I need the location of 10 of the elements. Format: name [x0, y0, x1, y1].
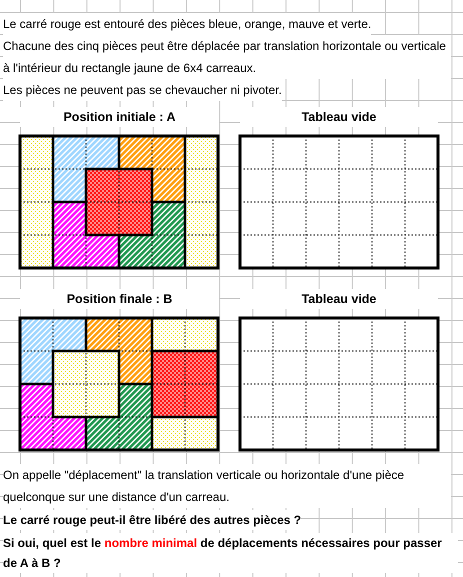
- question-text: Si oui, quel est le nombre minimal de déplacements nécessaires pour passer de A à B ?: [3, 533, 458, 573]
- instruction-text: Chacune des cinq pièces peut être déplacée par translation horizontale ou verticale à l'intérieur du rectangle jaune de 6x4 carreaux.: [3, 35, 451, 79]
- instruction-text: Le carré rouge est entouré des pièces bleue, orange, mauve et verte.: [3, 13, 372, 35]
- instruction-text: Les pièces ne peuvent pas se chevaucher ni pivoter.: [3, 79, 282, 101]
- board-title: Tableau vide: [240, 107, 438, 127]
- board-title: Position initiale : A: [20, 107, 219, 127]
- board-title: Tableau vide: [240, 289, 438, 309]
- question-text: Le carré rouge peut-il être libéré des autres pièces ?: [3, 510, 302, 530]
- board-title: Position finale : B: [20, 289, 219, 309]
- definition-text: On appelle "déplacement" la translation verticale ou horizontale d'une pièce quelconque sur une distance d'un carreau.: [3, 464, 451, 508]
